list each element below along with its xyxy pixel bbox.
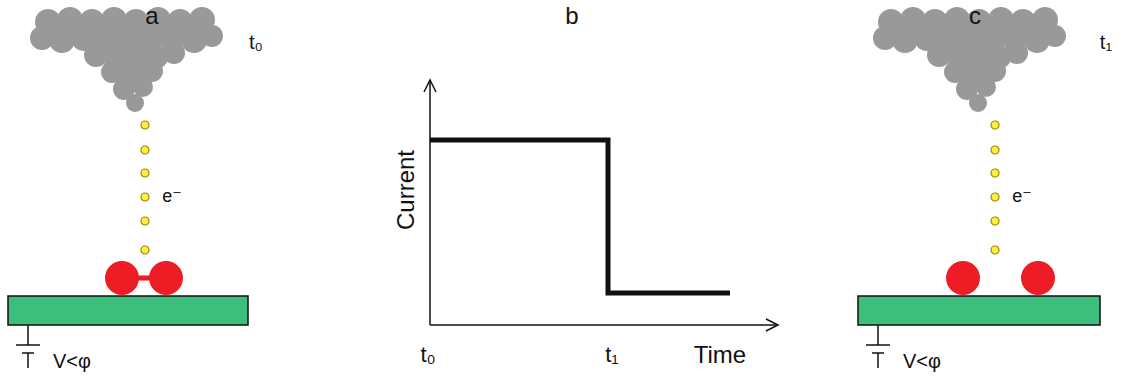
axis-title: Time (694, 343, 746, 367)
voltage-label: V<φ (903, 351, 941, 371)
substrate (8, 296, 248, 325)
electron-label: e⁻ (162, 187, 182, 205)
time-label: t₁ (1100, 32, 1112, 52)
graph-axes (424, 80, 778, 331)
electron-dots (991, 121, 999, 254)
stm-tip (30, 7, 223, 112)
panel-letter: c (969, 4, 981, 28)
battery-symbol (866, 325, 890, 368)
electron-label: e⁻ (1012, 187, 1032, 205)
atom (149, 261, 183, 295)
atom (946, 261, 980, 295)
voltage-label: V<φ (53, 351, 91, 371)
battery-symbol (16, 325, 40, 368)
atom (105, 261, 139, 295)
time-label: t₀ (249, 32, 263, 52)
axis-tick-label: t₁ (605, 344, 619, 366)
axis-tick-label: t₀ (420, 344, 435, 366)
electron-dots (141, 121, 149, 254)
substrate (858, 296, 1100, 325)
atom (1021, 261, 1055, 295)
current-trace (430, 140, 730, 293)
panel-letter: b (565, 4, 578, 28)
axis-title: Current (394, 150, 418, 230)
panel-letter: a (145, 4, 158, 28)
